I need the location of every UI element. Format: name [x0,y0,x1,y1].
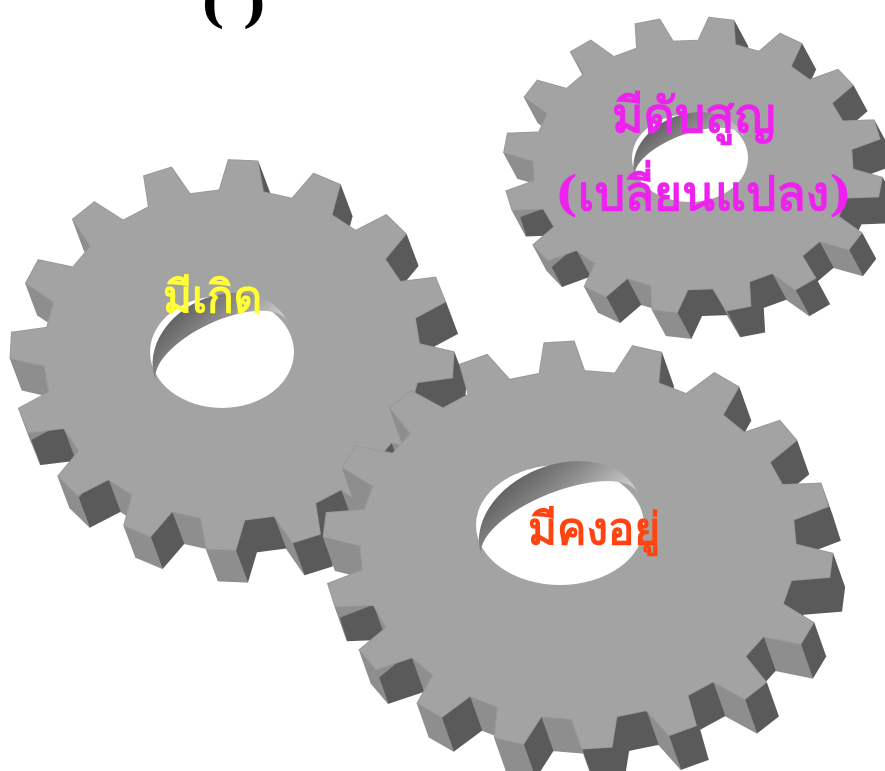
gear-label-birth: มีเกิด [163,276,262,320]
gear-label-decay-line2: (เปลี่ยนแปลง) [555,170,852,218]
gear-label-decay-line1: มีดับสูญ [612,92,775,140]
gear-label-exist: มีคงอยู่ [528,508,660,552]
gear-exist [323,341,845,771]
